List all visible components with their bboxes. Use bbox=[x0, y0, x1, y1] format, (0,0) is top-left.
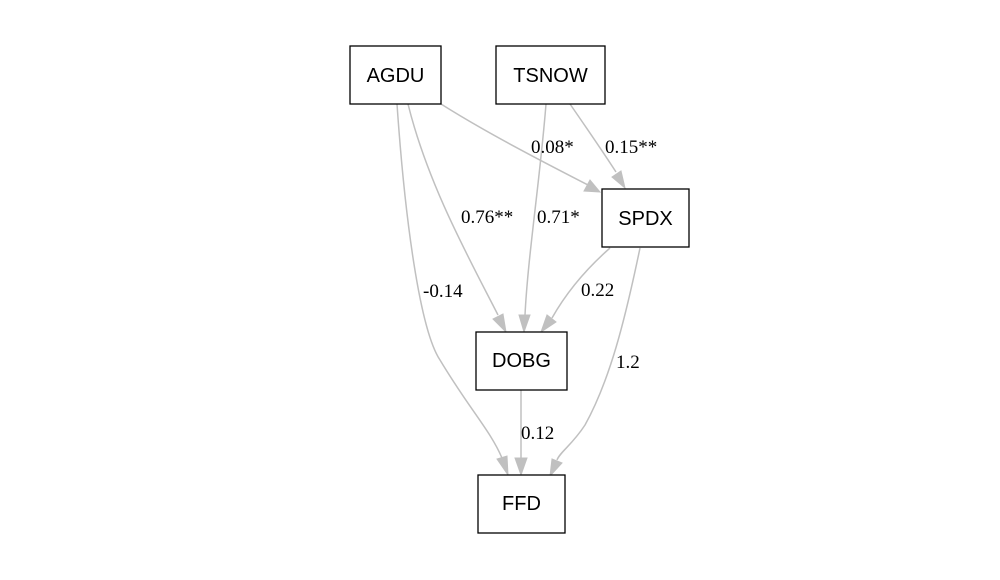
edge-line bbox=[396, 103, 503, 459]
edge-agdu-ffd bbox=[396, 103, 509, 477]
edge-line bbox=[407, 103, 499, 316]
edge-label-tsnow-dobg: 0.71* bbox=[537, 207, 580, 228]
arrowhead bbox=[540, 314, 557, 334]
edge-label-dobg-ffd: 0.12 bbox=[521, 423, 554, 444]
node-box bbox=[477, 474, 566, 534]
node-label: FFD bbox=[502, 493, 541, 515]
nodes: AGDU TSNOW SPDX DOBG FFD bbox=[349, 45, 690, 534]
node-ffd[interactable]: FFD bbox=[477, 474, 566, 534]
edge-spdx-dobg bbox=[540, 247, 611, 334]
node-box bbox=[495, 45, 606, 105]
node-box bbox=[349, 45, 442, 105]
edge-line bbox=[556, 247, 641, 461]
arrowhead bbox=[549, 458, 563, 478]
node-dobg[interactable]: DOBG bbox=[475, 331, 568, 391]
node-label: AGDU bbox=[367, 65, 425, 87]
edge-label-tsnow-spdx: 0.15** bbox=[605, 137, 657, 158]
arrowhead bbox=[518, 314, 531, 334]
edge-dobg-ffd bbox=[514, 390, 528, 477]
edge-label-spdx-ffd: 1.2 bbox=[616, 352, 640, 373]
edge-spdx-ffd bbox=[549, 247, 641, 478]
edge-label-spdx-dobg: 0.22 bbox=[581, 280, 614, 301]
node-agdu[interactable]: AGDU bbox=[349, 45, 442, 105]
edge-line bbox=[551, 247, 611, 319]
edge-agdu-spdx bbox=[440, 103, 602, 193]
arrowhead bbox=[496, 455, 509, 477]
edge-labels: 0.08* 0.15** 0.76** 0.71* -0.14 0.22 1.2… bbox=[423, 137, 657, 444]
node-label: SPDX bbox=[618, 208, 672, 230]
node-spdx[interactable]: SPDX bbox=[601, 188, 690, 248]
arrowhead bbox=[514, 457, 528, 477]
node-tsnow[interactable]: TSNOW bbox=[495, 45, 606, 105]
edge-tsnow-spdx bbox=[569, 103, 626, 190]
edge-line bbox=[569, 103, 617, 173]
arrowhead bbox=[611, 170, 626, 190]
edges bbox=[396, 103, 641, 478]
arrowhead bbox=[492, 313, 507, 334]
node-box bbox=[475, 331, 568, 391]
node-box bbox=[601, 188, 690, 248]
edge-agdu-dobg bbox=[407, 103, 507, 334]
node-label: DOBG bbox=[492, 350, 551, 372]
node-label: TSNOW bbox=[513, 65, 588, 87]
edge-label-agdu-spdx: 0.08* bbox=[531, 137, 574, 158]
edge-label-agdu-ffd: -0.14 bbox=[423, 281, 463, 302]
edge-label-agdu-dobg: 0.76** bbox=[461, 207, 513, 228]
edge-line bbox=[524, 103, 547, 316]
edge-tsnow-dobg bbox=[518, 103, 547, 334]
arrowhead bbox=[583, 179, 602, 193]
edge-line bbox=[440, 103, 589, 186]
